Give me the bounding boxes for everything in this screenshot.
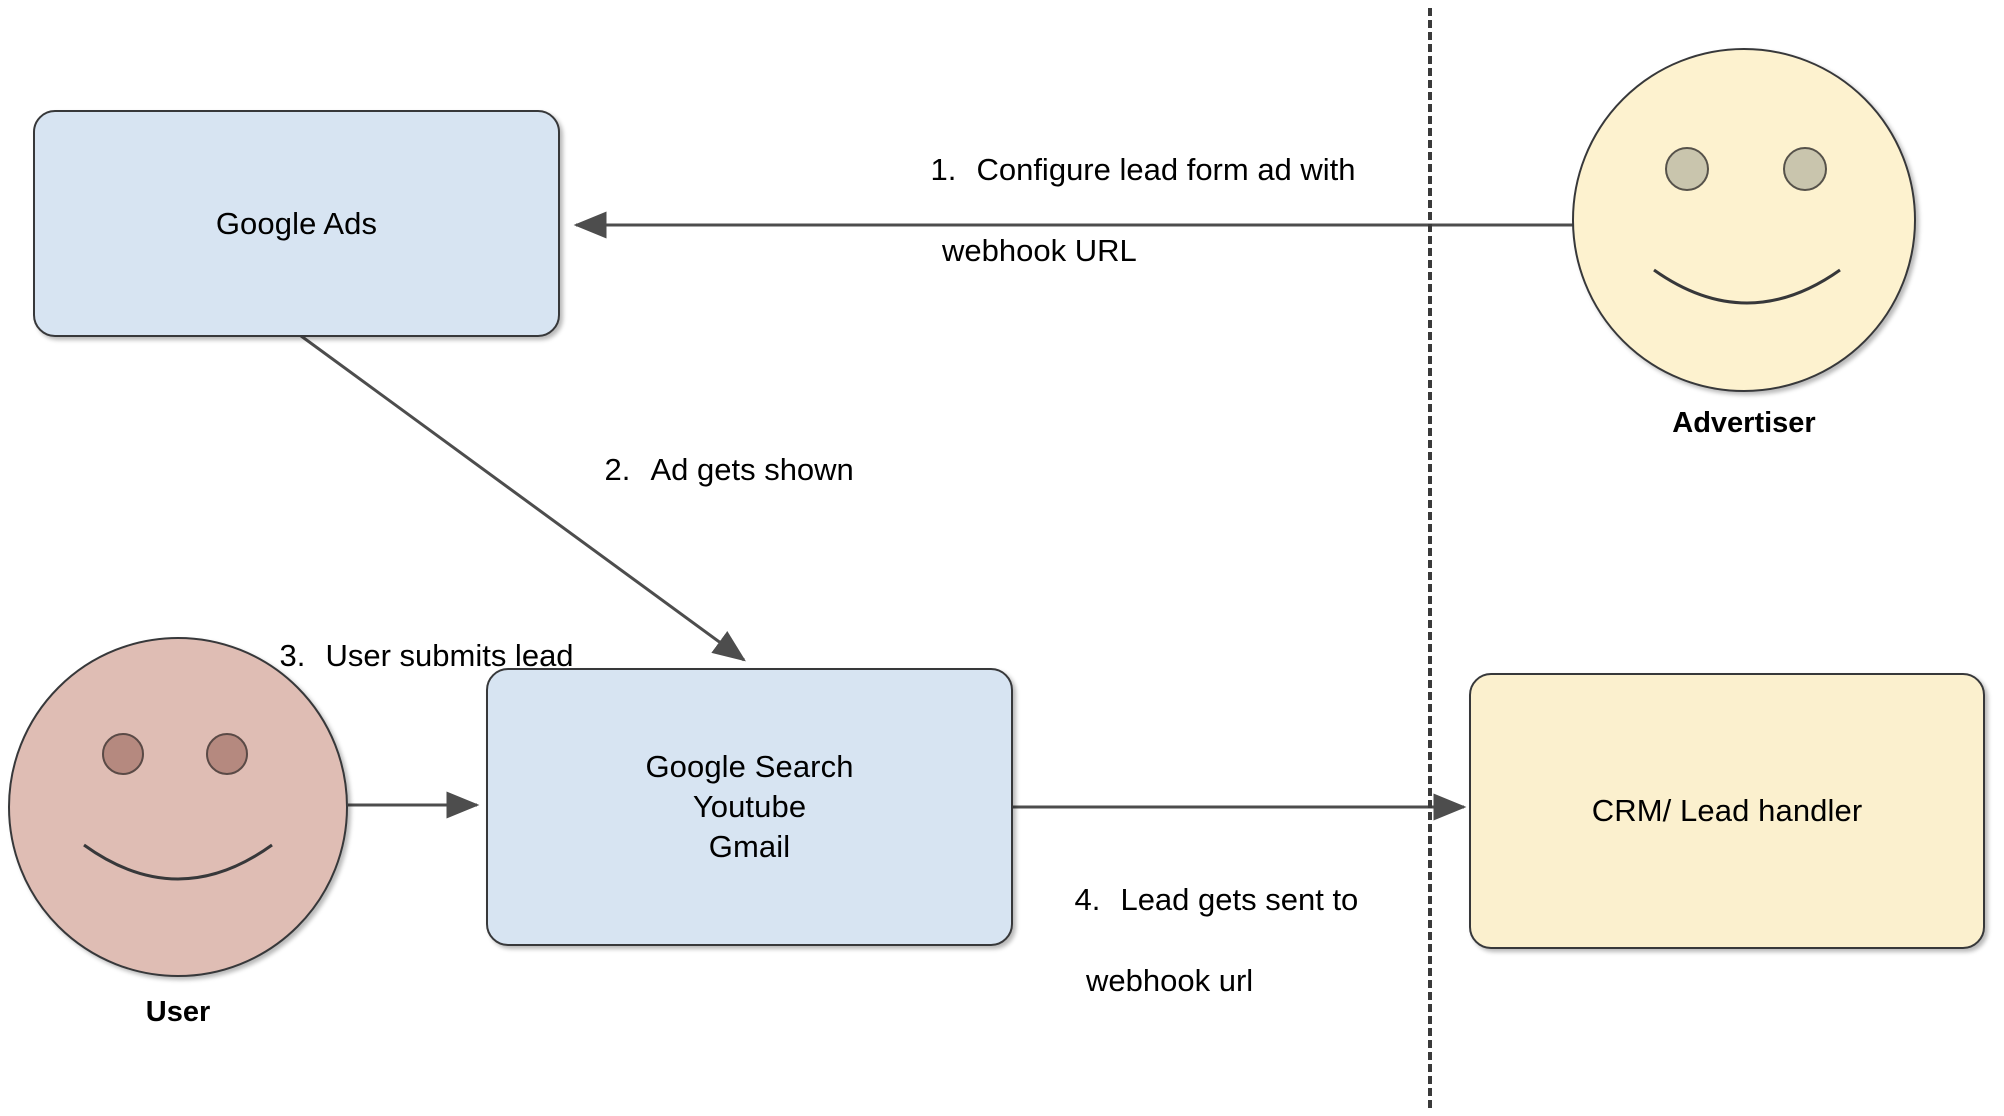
edge-label-step-4-line1: Lead gets sent to xyxy=(1120,882,1359,918)
edge-label-step-3: 3. User submits lead xyxy=(245,596,574,717)
user-left-eye-icon xyxy=(102,733,144,775)
actor-user-label: User xyxy=(145,996,211,1028)
advertiser-right-eye-icon xyxy=(1783,147,1827,191)
node-crm-lead-handler-label: CRM/ Lead handler xyxy=(1591,793,1863,829)
edge-label-step-2-number: 2. xyxy=(604,452,631,488)
edge-label-step-3-line1: User submits lead xyxy=(325,638,574,674)
advertiser-left-eye-icon xyxy=(1665,147,1709,191)
node-google-surfaces[interactable]: Google Search Youtube Gmail xyxy=(486,668,1013,946)
node-google-ads[interactable]: Google Ads xyxy=(33,110,560,337)
edge-label-step-4-line2: webhook url xyxy=(1086,962,1254,998)
edge-label-step-4: 4. Lead gets sent to webhook url xyxy=(1040,840,1358,1082)
node-google-ads-label: Google Ads xyxy=(215,205,378,241)
user-smile-icon xyxy=(82,843,274,905)
edge-label-step-1-number: 1. xyxy=(930,152,957,188)
actor-user-face-icon[interactable] xyxy=(8,637,348,977)
boundary-divider-dashed-line xyxy=(1428,8,1432,1108)
actor-advertiser-label: Advertiser xyxy=(1672,407,1816,439)
user-right-eye-icon xyxy=(206,733,248,775)
advertiser-smile-icon xyxy=(1652,268,1842,328)
edge-label-step-1: 1. Configure lead form ad with webhook UR… xyxy=(896,110,1356,352)
edge-label-step-1-line2: webhook URL xyxy=(942,232,1137,268)
edge-label-step-2: 2. Ad gets shown xyxy=(570,410,854,531)
edge-label-step-4-number: 4. xyxy=(1074,882,1101,918)
edge-label-step-3-number: 3. xyxy=(279,638,306,674)
actor-advertiser-face-icon[interactable] xyxy=(1572,48,1916,392)
edge-label-step-2-line1: Ad gets shown xyxy=(650,452,854,488)
node-google-surfaces-label: Google Search Youtube Gmail xyxy=(645,749,854,864)
node-crm-lead-handler[interactable]: CRM/ Lead handler xyxy=(1469,673,1985,949)
edge-label-step-1-line1: Configure lead form ad with xyxy=(976,152,1356,188)
